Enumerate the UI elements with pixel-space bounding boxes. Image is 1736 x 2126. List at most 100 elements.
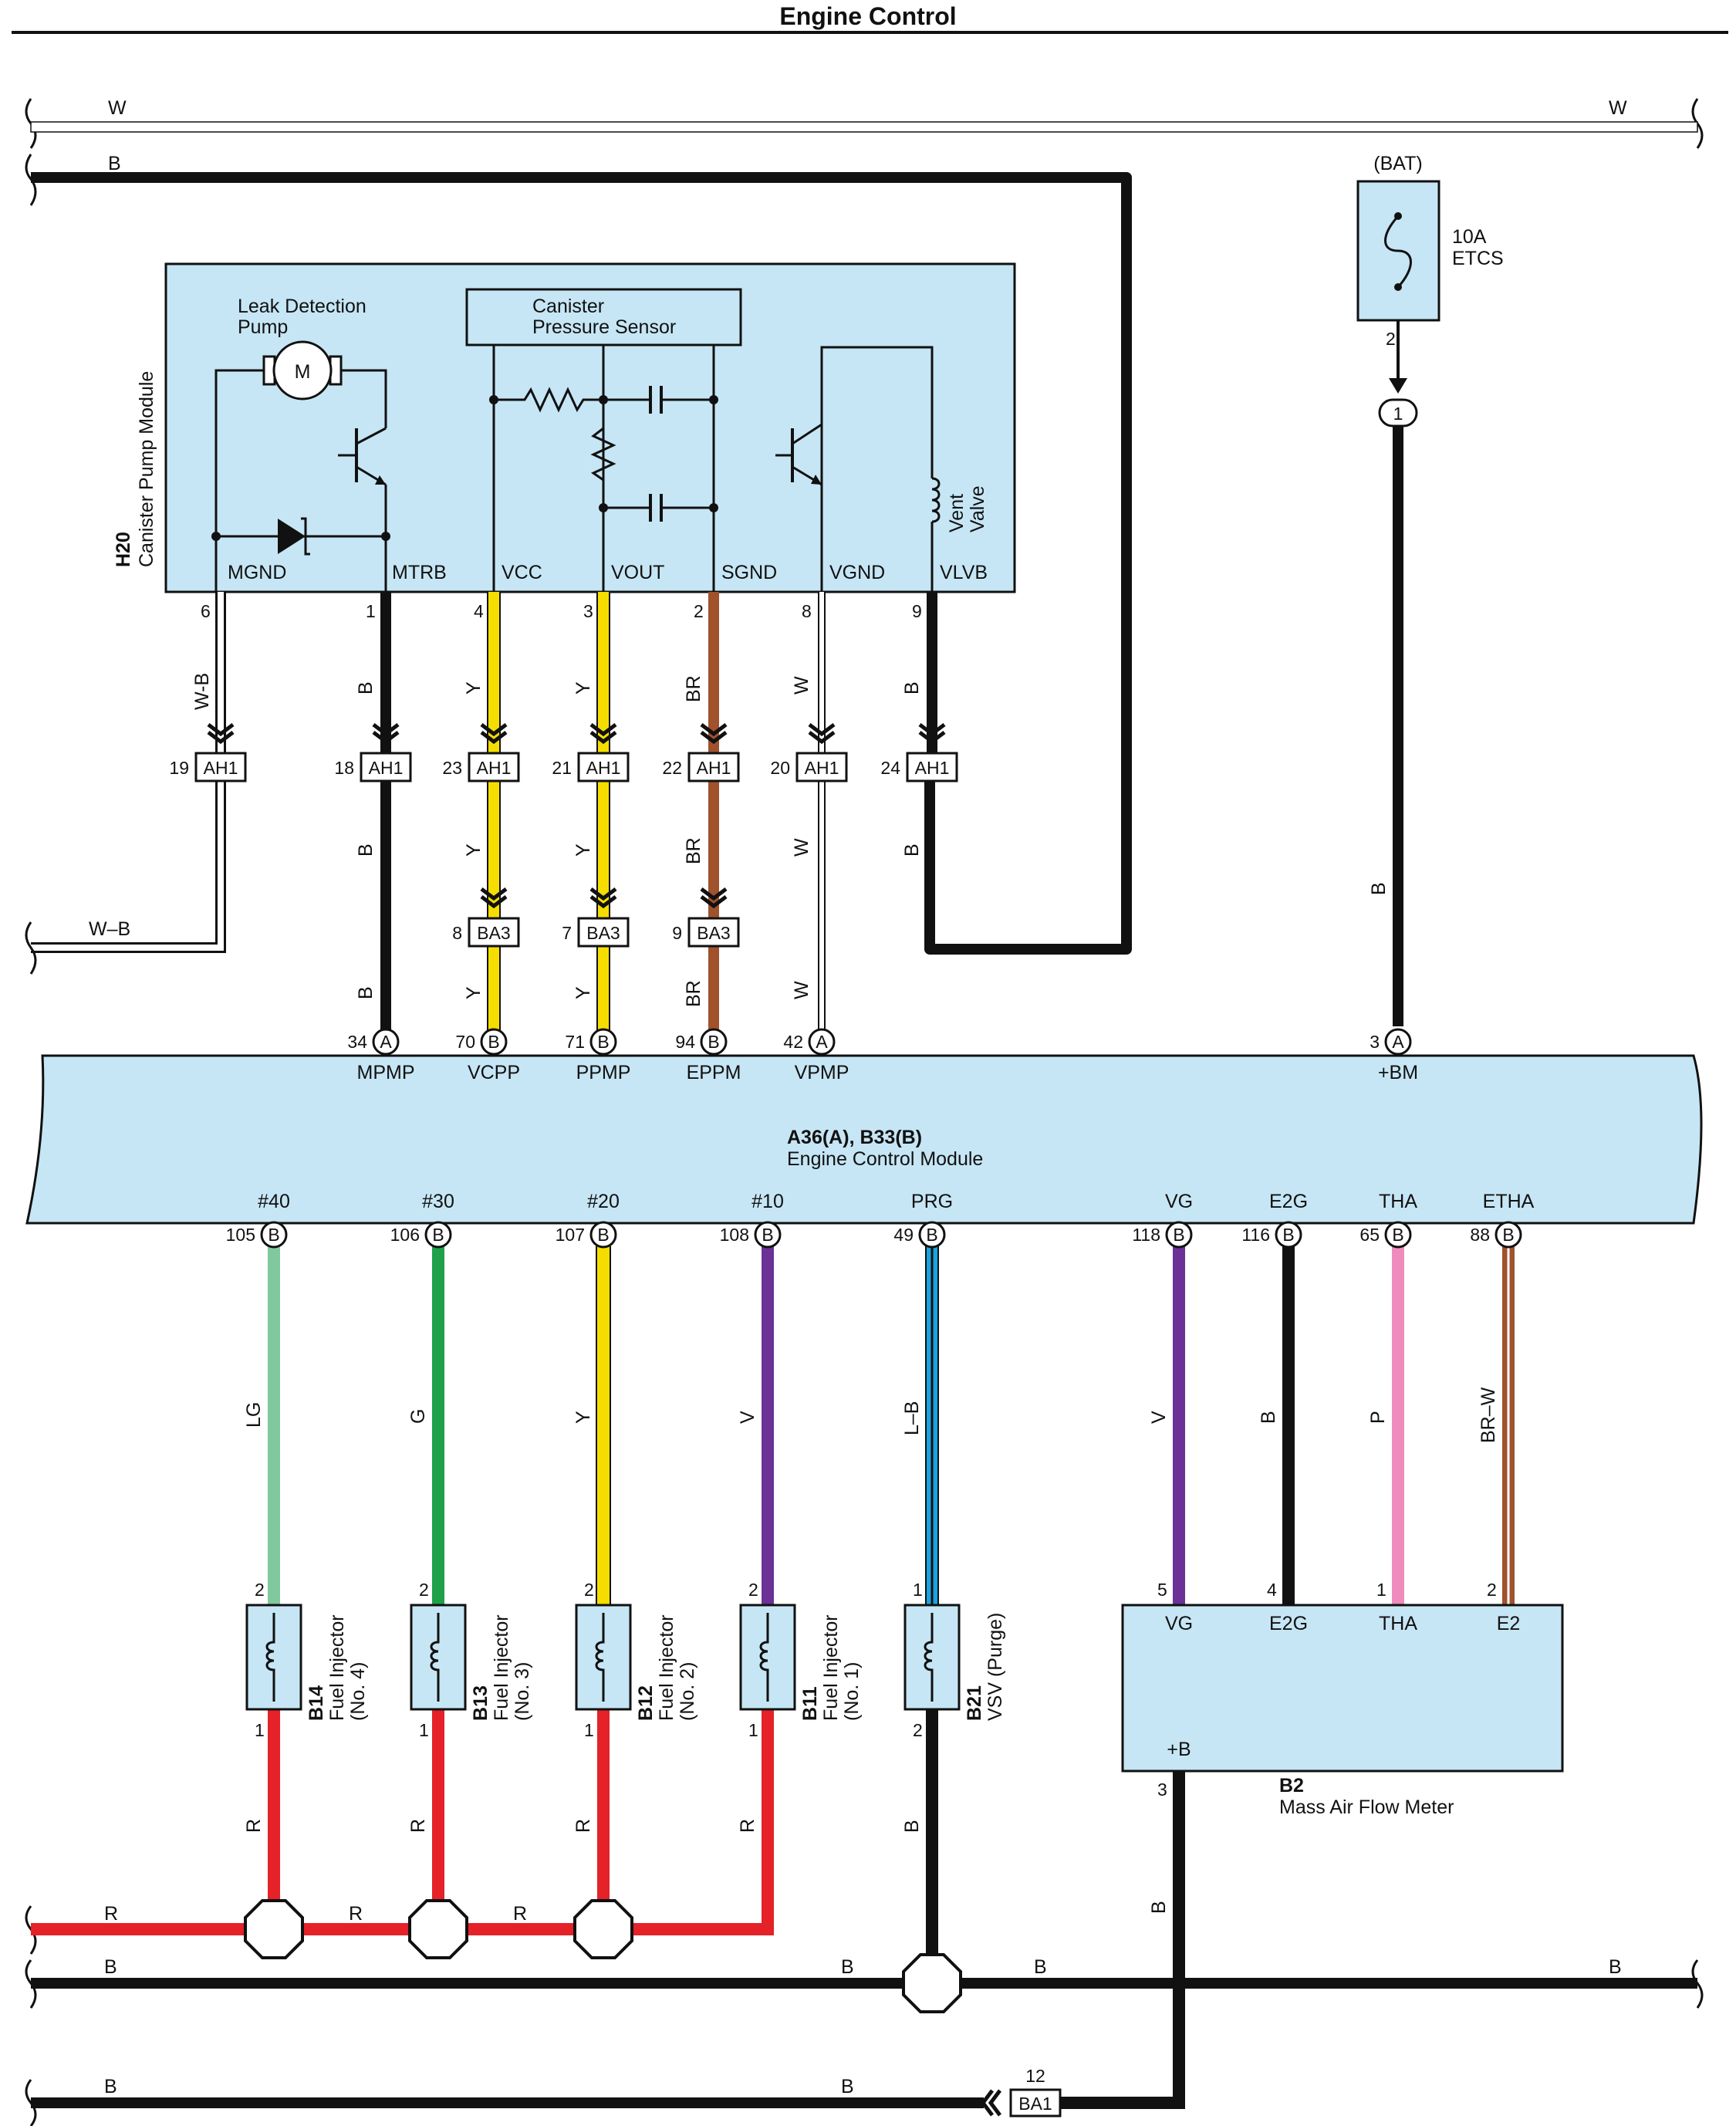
ah1-label-2: AH1: [369, 758, 404, 778]
ecm-top-pins: A B B B A A 34 70 71 94 42 3: [347, 1028, 1412, 1056]
ecm-bot-conn-107: B: [597, 1225, 609, 1245]
wire-low-mpmp: B: [355, 986, 377, 999]
b21-pin-top: 1: [913, 1580, 923, 1600]
ecm-top-conn-70: B: [488, 1032, 499, 1052]
wire-label-lg: LG: [243, 1402, 265, 1428]
ecm-top-name-eppm: EPPM: [687, 1062, 741, 1083]
diagram-title: Engine Control: [779, 2, 956, 30]
h20-num-vcc: 4: [474, 601, 484, 621]
sensor-label-2: Pressure Sensor: [532, 316, 676, 338]
maf-name: Mass Air Flow Meter: [1279, 1796, 1454, 1818]
b21-pin-bot: 2: [913, 1720, 923, 1740]
ecm-bot-num-49: 49: [893, 1225, 914, 1245]
sensor-label-1: Canister: [532, 296, 604, 317]
h20-num-vout: 3: [583, 601, 593, 621]
bat-conn-pin: 1: [1393, 404, 1403, 424]
ecm-top-num-94: 94: [675, 1032, 695, 1052]
h20-num-vgnd: 8: [802, 601, 812, 621]
ecm-bot-num-118: 118: [1132, 1225, 1160, 1245]
vent-label-2: Valve: [967, 485, 988, 532]
b21-wire: B: [901, 1820, 923, 1833]
h20-num-sgnd: 2: [694, 601, 704, 621]
ah1-pin-23: 23: [442, 758, 462, 778]
b2-label-1: B: [104, 2076, 117, 2097]
ba1-name: BA1: [1018, 2094, 1052, 2114]
ecm-bot-num-105: 105: [226, 1225, 255, 1245]
ah1-label-7: AH1: [915, 758, 950, 778]
ah1-label-1: AH1: [204, 758, 238, 778]
maf-plus-b: +B: [1167, 1739, 1191, 1760]
wire-label-b: B: [1258, 1411, 1279, 1424]
ecm-top-name-vcpp: VCPP: [468, 1062, 520, 1083]
ecm-bot-name-etha: ETHA: [1483, 1191, 1535, 1212]
ecm-bot-num-88: 88: [1470, 1225, 1490, 1245]
b21-name: VSV (Purge): [985, 1613, 1006, 1721]
h20-pin-mtrb: MTRB: [392, 562, 447, 583]
b-bus-label: B: [108, 153, 121, 174]
ecm-bot-num-108: 108: [720, 1225, 749, 1245]
r-bus-label-3: R: [513, 1903, 527, 1925]
ecm-bot-num-116: 116: [1241, 1225, 1270, 1245]
ecm-bottom-pins: B B B B B B B B B 105 106 107 108 49 118…: [226, 1221, 1522, 1249]
h20-pin-vcc: VCC: [502, 562, 542, 583]
ah1-pin-22: 22: [662, 758, 682, 778]
b-bus-bottom-2: BA1 12 B B: [25, 2066, 1062, 2126]
wire-low-vcpp: Y: [463, 986, 485, 999]
b13-pin-top: 2: [419, 1580, 429, 1600]
ecm-top-num-70: 70: [455, 1032, 475, 1052]
ecm-top-conn-71: B: [597, 1032, 609, 1052]
b14-name: Fuel Injector: [326, 1614, 348, 1721]
ba1-pin: 12: [1025, 2066, 1045, 2086]
b-bus-top: B: [25, 153, 1132, 955]
maf-num-5: 5: [1157, 1580, 1167, 1600]
ah1-label-4: AH1: [586, 758, 621, 778]
ah1-connectors: AH1 AH1 AH1 AH1 AH1 AH1 AH1 19 18 23 21 …: [169, 725, 958, 782]
b13-pin-bot: 1: [419, 1720, 429, 1740]
ecm-bot-conn-65: B: [1392, 1225, 1403, 1245]
wire-label-lb: L–B: [901, 1401, 923, 1435]
ah1-pin-19: 19: [169, 758, 189, 778]
ah1-label-5: AH1: [697, 758, 731, 778]
canister-pump-module: H20 Canister Pump Module Leak Detection …: [113, 262, 1016, 593]
motor-symbol: M: [295, 361, 311, 383]
maf-plus-b-num: 3: [1157, 1780, 1167, 1800]
r-bus-label-1: R: [104, 1903, 118, 1925]
ecm-top-conn-34: A: [380, 1032, 392, 1052]
b21-code: B21: [964, 1685, 985, 1721]
h20-num-vlvb: 9: [912, 601, 922, 621]
b11-wire: R: [737, 1819, 758, 1833]
w-bus-label-right: W: [1609, 97, 1627, 119]
ecm-bot-conn-106: B: [432, 1225, 444, 1245]
ecm-bot-num-65: 65: [1359, 1225, 1380, 1245]
h20-num-mgnd: 6: [201, 601, 211, 621]
ecm-top-name-bm: +BM: [1378, 1062, 1418, 1083]
maf-code: B2: [1279, 1775, 1304, 1796]
fuse-name: ETCS: [1452, 248, 1504, 269]
h20-wires: W–B 6 1 4 3 2 8 9 W-B B Y Y BR W B B Y: [25, 592, 937, 1038]
b12-name: Fuel Injector: [656, 1614, 677, 1721]
wire-label-sgnd: BR: [683, 675, 704, 702]
r-bus: R R R: [25, 1899, 768, 1959]
wire-mid-vlvb: B: [901, 843, 923, 857]
fuse-amp: 10A: [1452, 226, 1487, 248]
maf-num-4: 4: [1267, 1580, 1277, 1600]
b14-pin-top: 2: [255, 1580, 265, 1600]
ba3-connectors: BA3 BA3 BA3 8 7 9: [452, 889, 740, 948]
mass-air-flow-meter: 5 4 1 2 VG E2G THA E2 +B B2 Mass Air Flo…: [1053, 1580, 1564, 2109]
b12-code: B12: [635, 1685, 657, 1721]
h20-pin-mgnd: MGND: [228, 562, 286, 583]
ecm-bot-name-40: #40: [258, 1191, 290, 1212]
wire-mid-vpmp: W: [791, 838, 812, 857]
h20-num-mtrb: 1: [366, 601, 376, 621]
ecm-top-name-ppmp: PPMP: [576, 1062, 631, 1083]
wire-mid-ppmp: Y: [572, 843, 594, 857]
ba3-label-3: BA3: [697, 923, 730, 943]
ecm-top-conn-3: A: [1392, 1032, 1404, 1052]
ecm-top-num-3: 3: [1370, 1032, 1380, 1052]
ecm-bot-conn-49: B: [926, 1225, 937, 1245]
ecm-name: Engine Control Module: [787, 1148, 983, 1170]
b14-pin-bot: 1: [255, 1720, 265, 1740]
b13-code: B13: [470, 1685, 491, 1721]
wire-label-vout: Y: [572, 681, 594, 695]
wire-label-v1: V: [737, 1411, 758, 1424]
